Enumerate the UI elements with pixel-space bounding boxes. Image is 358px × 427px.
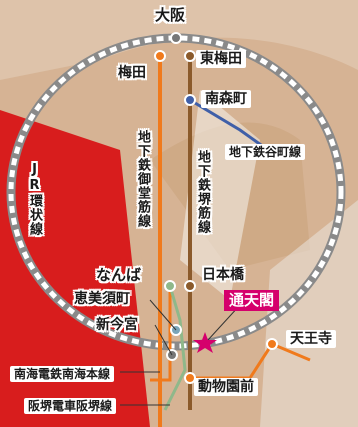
station-dot-namba[interactable] — [164, 280, 176, 292]
station-dot-minami-morimachi[interactable] — [184, 94, 196, 106]
station-dot-umeda[interactable] — [154, 50, 166, 62]
leader-shin-imamiya — [154, 324, 173, 356]
label-umeda[interactable]: 梅田 — [118, 65, 146, 81]
jr-loop-line — [8, 35, 344, 349]
label-shin-imamiya[interactable]: 新今宮 — [96, 317, 138, 333]
tsutenkaku-star-icon[interactable] — [193, 332, 217, 353]
label-namba[interactable]: なんば — [96, 266, 142, 284]
hankai-line — [163, 285, 187, 411]
nankai-line — [150, 286, 172, 382]
label-tennoji[interactable]: 天王寺 — [286, 330, 336, 348]
station-dot-osaka[interactable] — [170, 32, 182, 44]
label-hankai-line: 阪堺電車阪堺線 — [24, 398, 117, 414]
label-ebisucho[interactable]: 恵美須町 — [74, 291, 130, 307]
station-dot-higashi-umeda[interactable] — [184, 50, 196, 62]
background-light-shape — [180, 90, 260, 300]
label-nankai-line: 南海電鉄南海本線 — [10, 366, 115, 382]
label-minami-morimachi[interactable]: 南森町 — [201, 90, 251, 108]
label-dobutsuen-mae[interactable]: 動物園前 — [194, 378, 258, 396]
station-dot-nipponbashi[interactable] — [184, 280, 196, 292]
label-midosuji-line: 地下鉄御堂筋線 — [135, 130, 150, 228]
label-tsutenkaku[interactable]: 通天閣 — [224, 290, 280, 311]
background-red-area — [0, 110, 150, 427]
label-sakaisuji-line: 地下鉄堺筋線 — [195, 150, 210, 234]
leader-ebisucho — [149, 299, 177, 331]
label-higashi-umeda[interactable]: 東梅田 — [196, 50, 246, 68]
label-nipponbashi[interactable]: 日本橋 — [202, 267, 244, 283]
label-tanimachi-line: 地下鉄谷町線 — [225, 144, 306, 160]
station-dot-tennoji[interactable] — [266, 338, 278, 350]
label-osaka[interactable]: 大阪 — [155, 6, 186, 24]
background-light-corner — [260, 200, 358, 427]
label-jr-loop-line: JR環状線 — [27, 162, 42, 236]
